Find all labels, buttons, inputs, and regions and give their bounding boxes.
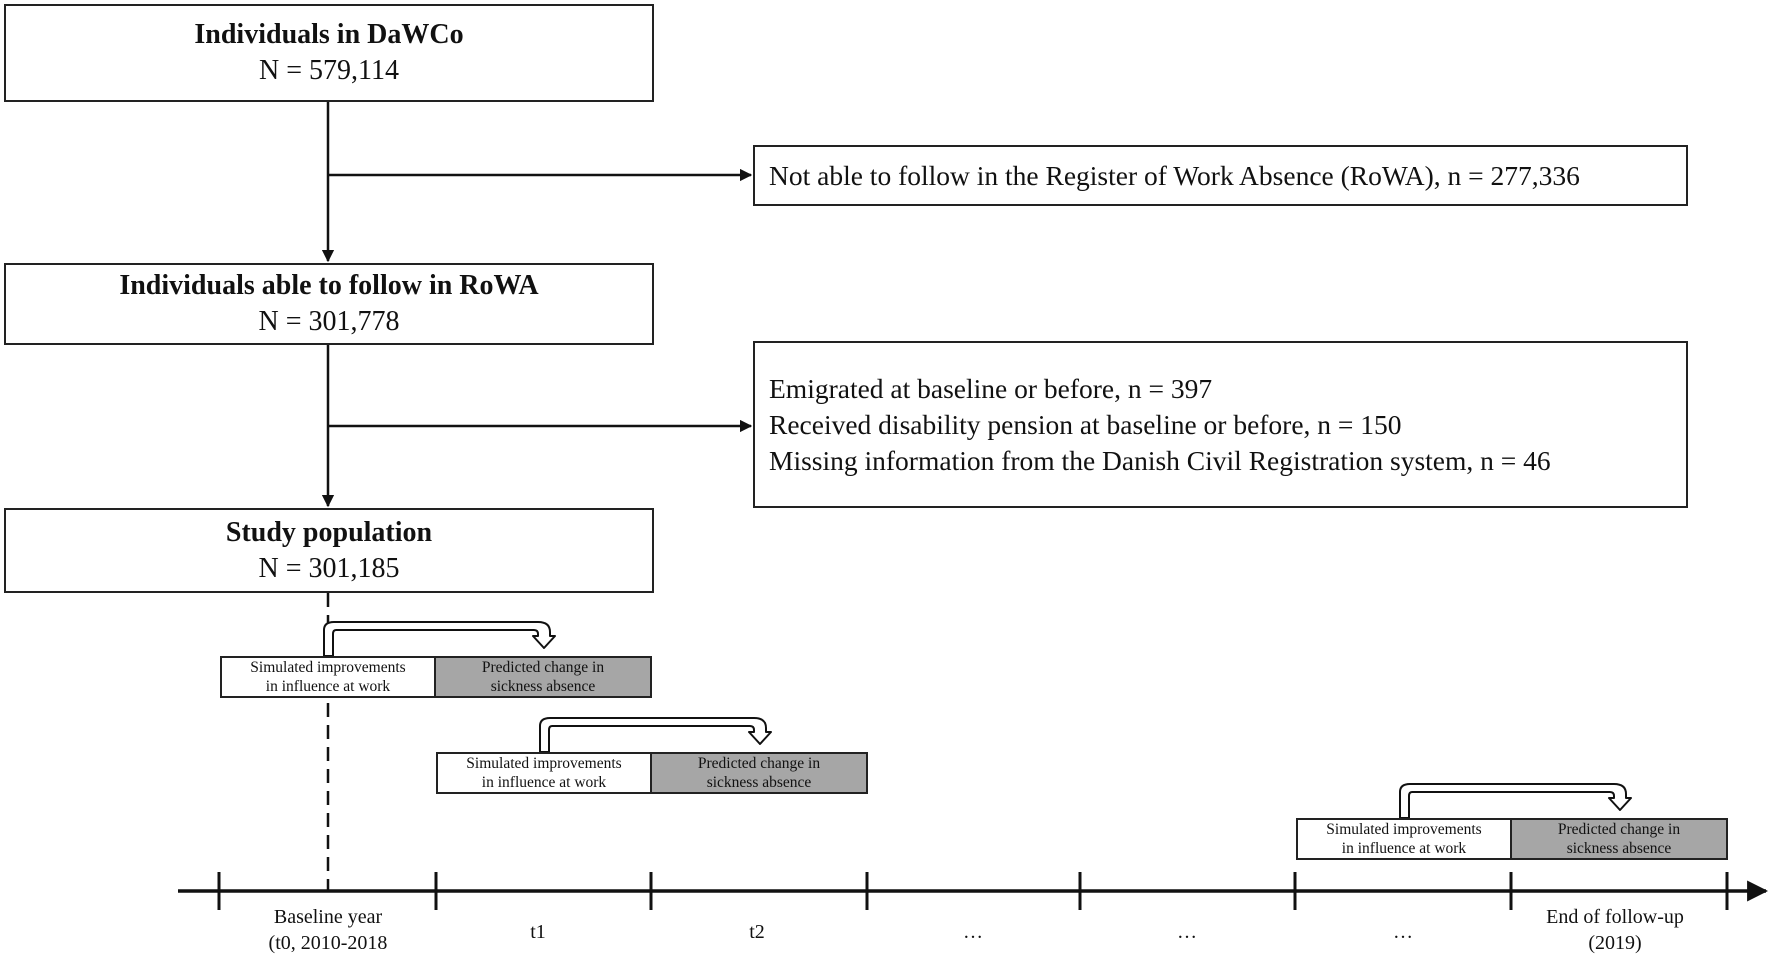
cell-text: Simulated improvements [1326, 821, 1482, 838]
study-population-title: Study population [225, 516, 433, 548]
cohort-count: N = 579,114 [259, 55, 399, 86]
predicted-change-cell: Predicted change in sickness absence [436, 656, 652, 698]
cohort-title: Individuals in DaWCo [194, 19, 464, 50]
rowa-count: N = 301,778 [258, 306, 400, 337]
rowa-title: Individuals able to follow in RoWA [119, 270, 539, 301]
exclusion-line: Not able to follow in the Register of Wo… [769, 159, 1580, 191]
cell-text: sickness absence [706, 774, 812, 791]
cell-text: Simulated improvements [466, 755, 622, 772]
label-line: (2019) [1588, 932, 1642, 954]
timeline-label-baseline: Baseline year (t0, 2010-2018 [269, 904, 388, 956]
label-line: Baseline year [273, 906, 383, 928]
timeline-label-ellipsis: … [1177, 919, 1197, 945]
cell-text: sickness absence [490, 678, 596, 695]
cell-text: Predicted change in [481, 659, 605, 676]
cell-text: sickness absence [1566, 840, 1672, 857]
timeline-label-t2: t2 [749, 919, 765, 945]
study-population-count: N = 301,185 [258, 552, 400, 584]
simulation-step: Simulated improvements in influence at w… [220, 656, 652, 698]
timeline-label-end: End of follow-up (2019) [1546, 904, 1684, 956]
timeline-label-ellipsis: … [963, 919, 983, 945]
cell-text: in influence at work [1341, 840, 1467, 857]
cell-text: Simulated improvements [250, 659, 406, 676]
simulated-improvements-cell: Simulated improvements in influence at w… [436, 752, 652, 794]
exclusion-box-rowa: Not able to follow in the Register of Wo… [753, 145, 1688, 206]
cell-text: Predicted change in [1557, 821, 1681, 838]
simulation-step: Simulated improvements in influence at w… [436, 752, 868, 794]
study-population-box: Study population N = 301,185 [4, 508, 654, 593]
cohort-box: Individuals in DaWCo N = 579,114 [4, 4, 654, 102]
simulated-improvements-cell: Simulated improvements in influence at w… [1296, 818, 1512, 860]
timeline-label-ellipsis: … [1393, 919, 1413, 945]
timeline-label-t1: t1 [530, 919, 546, 945]
predicted-change-cell: Predicted change in sickness absence [652, 752, 868, 794]
cell-text: Predicted change in [697, 755, 821, 772]
label-line: … [1393, 921, 1413, 943]
label-line: … [963, 921, 983, 943]
bent-arrow-icon [1399, 783, 1632, 819]
simulation-step: Simulated improvements in influence at w… [1296, 818, 1728, 860]
exclusion-line: Received disability pension at baseline … [769, 408, 1402, 440]
label-line: t1 [530, 921, 546, 943]
exclusion-line: Missing information from the Danish Civi… [769, 444, 1551, 476]
cell-text: in influence at work [481, 774, 607, 791]
rowa-box: Individuals able to follow in RoWA N = 3… [4, 263, 654, 345]
cell-text: in influence at work [265, 678, 391, 695]
label-line: (t0, 2010-2018 [268, 932, 388, 954]
bent-arrow-icon [539, 717, 772, 753]
exclusion-box-other: Emigrated at baseline or before, n = 397… [753, 341, 1688, 508]
simulated-improvements-cell: Simulated improvements in influence at w… [220, 656, 436, 698]
exclusion-line: Emigrated at baseline or before, n = 397 [769, 372, 1213, 404]
label-line: End of follow-up [1546, 906, 1684, 928]
label-line: t2 [749, 921, 765, 943]
predicted-change-cell: Predicted change in sickness absence [1512, 818, 1728, 860]
bent-arrow-icon [323, 621, 556, 657]
label-line: … [1177, 921, 1197, 943]
